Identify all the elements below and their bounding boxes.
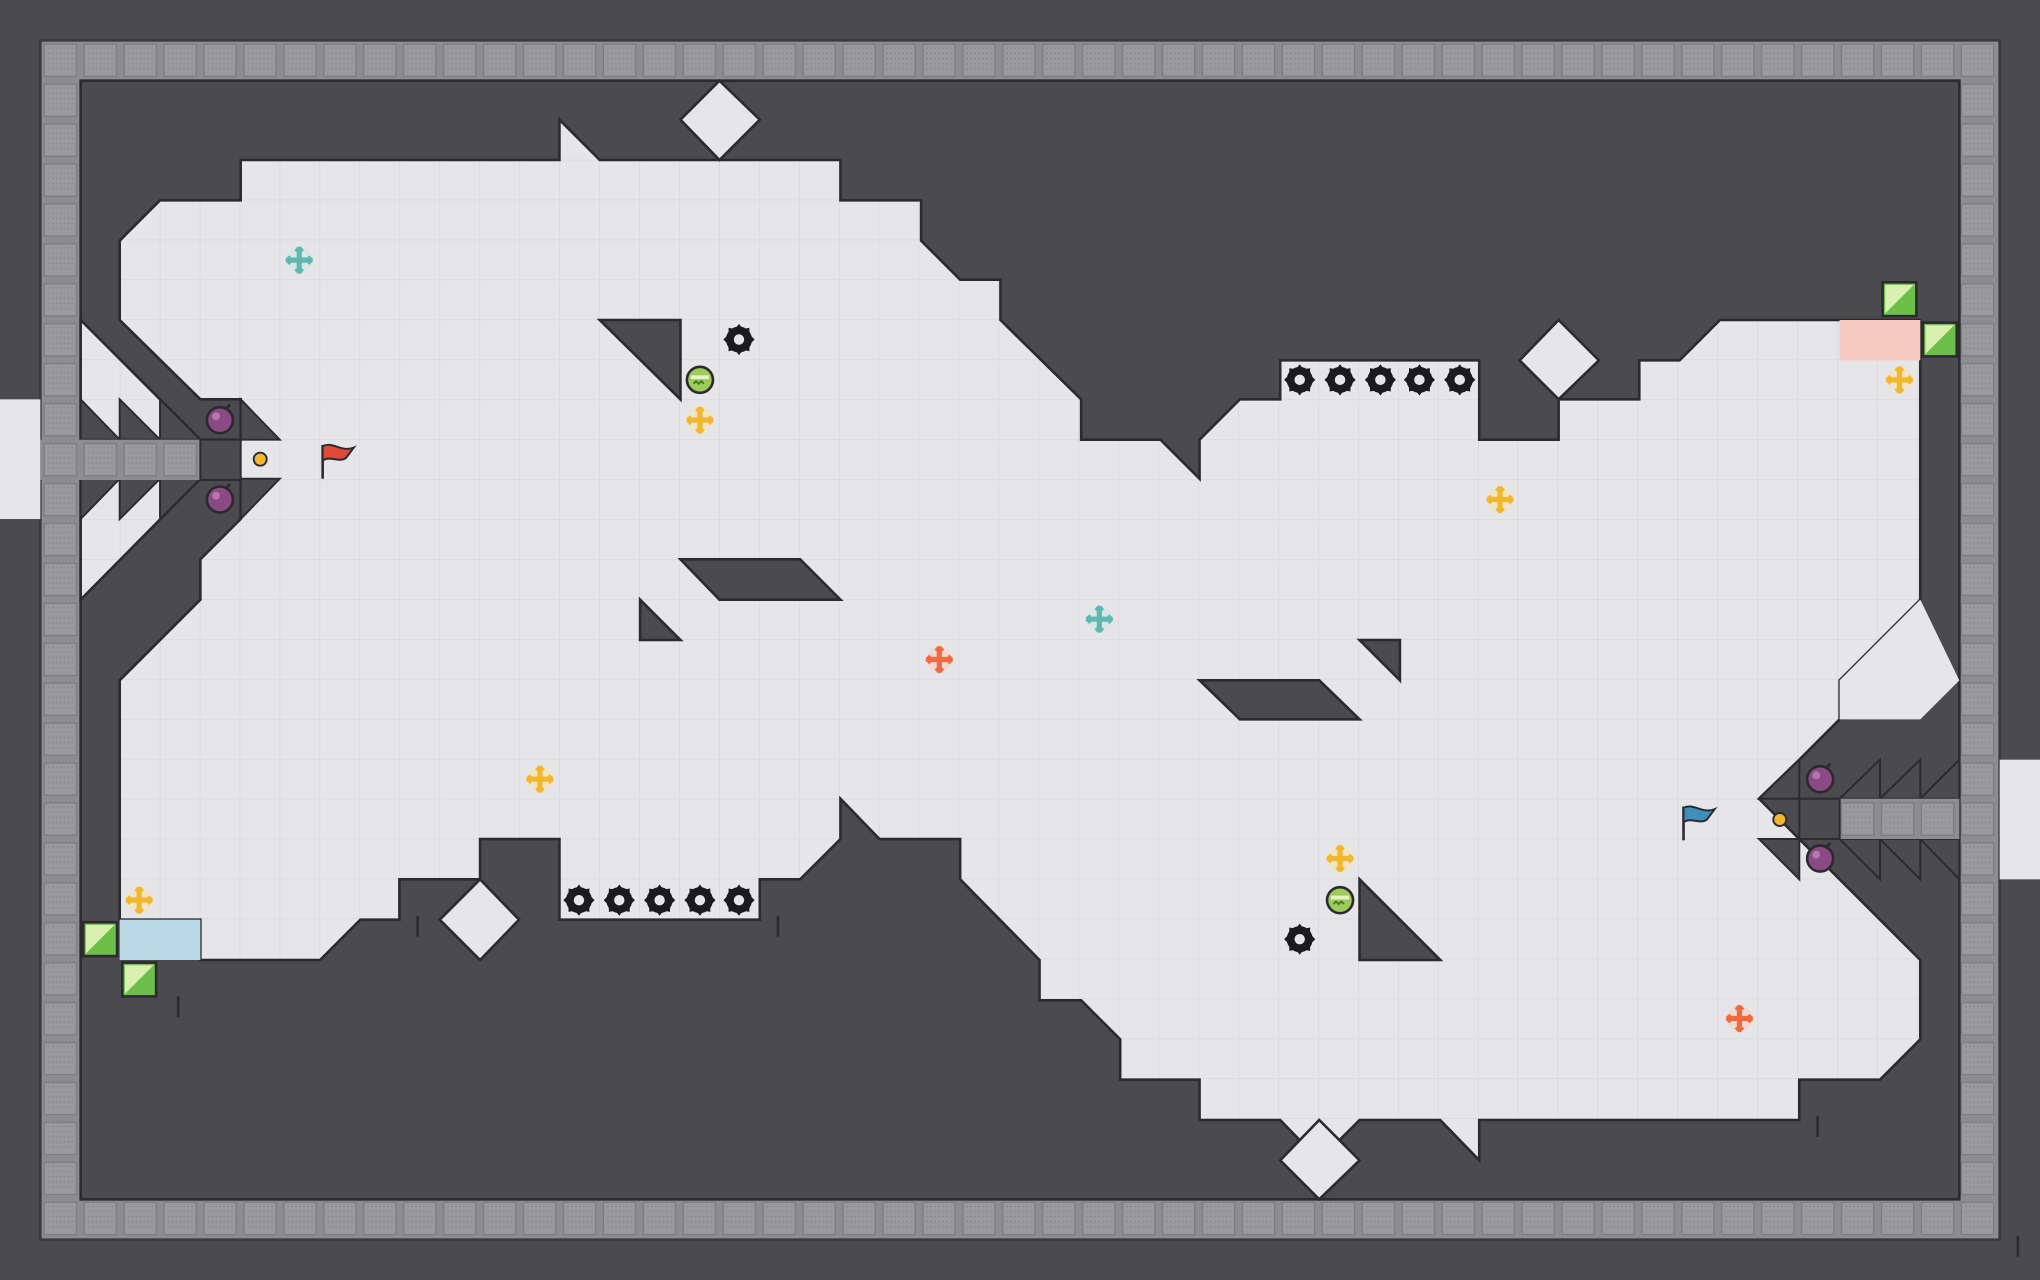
interior-walls bbox=[596, 318, 1960, 962]
boost-icon bbox=[1487, 487, 1513, 513]
team-boost-icon bbox=[926, 647, 952, 673]
left-alcove-blocks bbox=[40, 439, 201, 480]
blue-flag-icon bbox=[1682, 805, 1718, 841]
buttons bbox=[252, 451, 1788, 827]
boost-icon bbox=[1886, 367, 1912, 393]
tick-posts bbox=[176, 915, 2020, 1257]
gate-icon bbox=[81, 920, 119, 958]
blue-team-base-tile bbox=[119, 919, 201, 960]
left-alcove-hole bbox=[199, 438, 242, 481]
team-boost-icon bbox=[286, 247, 312, 273]
gate-icon bbox=[1921, 321, 1959, 358]
boost-icon bbox=[527, 766, 553, 792]
red-flag-icon bbox=[321, 443, 357, 479]
outer-wall bbox=[39, 39, 2001, 1241]
gate-icon bbox=[120, 961, 158, 998]
right-alcove-hole bbox=[1798, 797, 1841, 840]
red-team-base-tile bbox=[1839, 319, 1921, 361]
gate-icon bbox=[1881, 280, 1918, 318]
powerup-icon bbox=[1325, 885, 1356, 916]
button-icon bbox=[1772, 812, 1788, 827]
boost-icon bbox=[126, 887, 152, 913]
boost-icon bbox=[1327, 846, 1353, 872]
diamond-blocks bbox=[437, 78, 1601, 1202]
left-alcove-wedges bbox=[79, 396, 283, 522]
left-corridor bbox=[0, 399, 41, 520]
powerup-icon bbox=[684, 364, 715, 395]
right-corridor bbox=[1999, 759, 2040, 880]
button-icon bbox=[252, 451, 268, 467]
right-alcove-wedges bbox=[1756, 757, 1961, 882]
right-alcove-blocks bbox=[1839, 798, 1960, 840]
boost-icon bbox=[687, 407, 713, 433]
team-boost-icon bbox=[1086, 606, 1112, 632]
team-boost-icon bbox=[1726, 1006, 1752, 1032]
